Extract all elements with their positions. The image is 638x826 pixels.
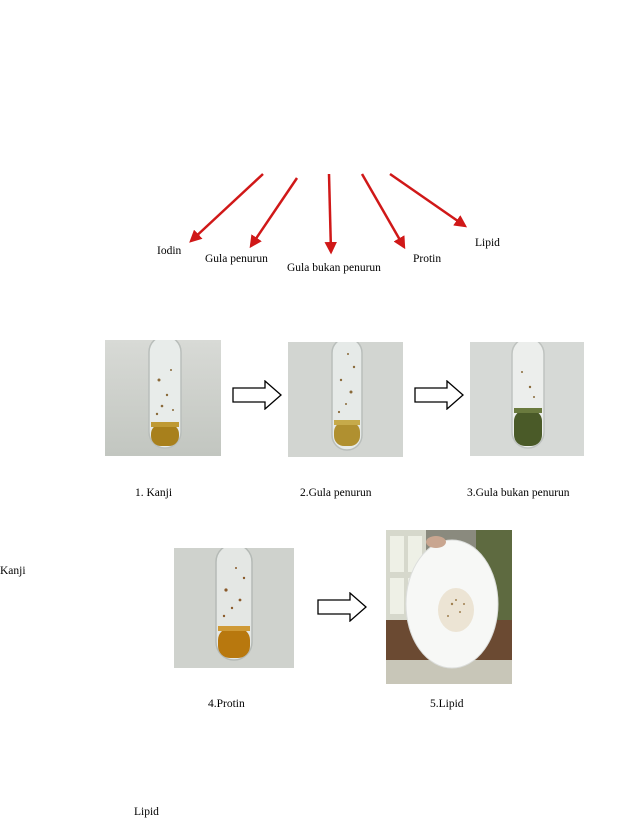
label-gula-bukan-penurun: Gula bukan penurun — [287, 262, 381, 274]
photo-protin-test-tube — [174, 548, 294, 668]
block-arrow-4-to-5 — [317, 592, 367, 622]
photo-gula-penurun-test-tube — [288, 342, 403, 457]
photo-gula-bukan-penurun-test-tube — [470, 342, 584, 456]
arrow-to-iodin — [189, 173, 264, 243]
arrow-to-gula-penurun — [249, 177, 299, 249]
block-arrow-1-to-2 — [232, 380, 282, 410]
arrow-to-gula-bukan-penurun — [324, 173, 337, 255]
caption-protin: 4.Protin — [208, 698, 245, 710]
label-lipid: Lipid — [475, 237, 500, 249]
arrow-to-protin — [360, 173, 406, 250]
photo-kanji-test-tube — [105, 340, 221, 456]
label-protin: Protin — [413, 253, 442, 265]
side-label-kanji: Kanji — [0, 565, 26, 577]
photo-lipid-filter-paper — [386, 530, 512, 684]
side-label-lipid: Lipid — [134, 806, 159, 818]
label-gula-penurun: Gula penurun — [205, 253, 268, 265]
block-arrow-2-to-3 — [414, 380, 464, 410]
arrow-to-lipid — [389, 172, 468, 228]
caption-lipid: 5.Lipid — [430, 698, 464, 710]
caption-gula-bukan-penurun: 3.Gula bukan penurun — [467, 487, 570, 499]
caption-kanji: 1. Kanji — [135, 487, 173, 499]
label-iodin: Iodin — [157, 245, 182, 257]
caption-gula-penurun: 2.Gula penurun — [300, 487, 372, 499]
